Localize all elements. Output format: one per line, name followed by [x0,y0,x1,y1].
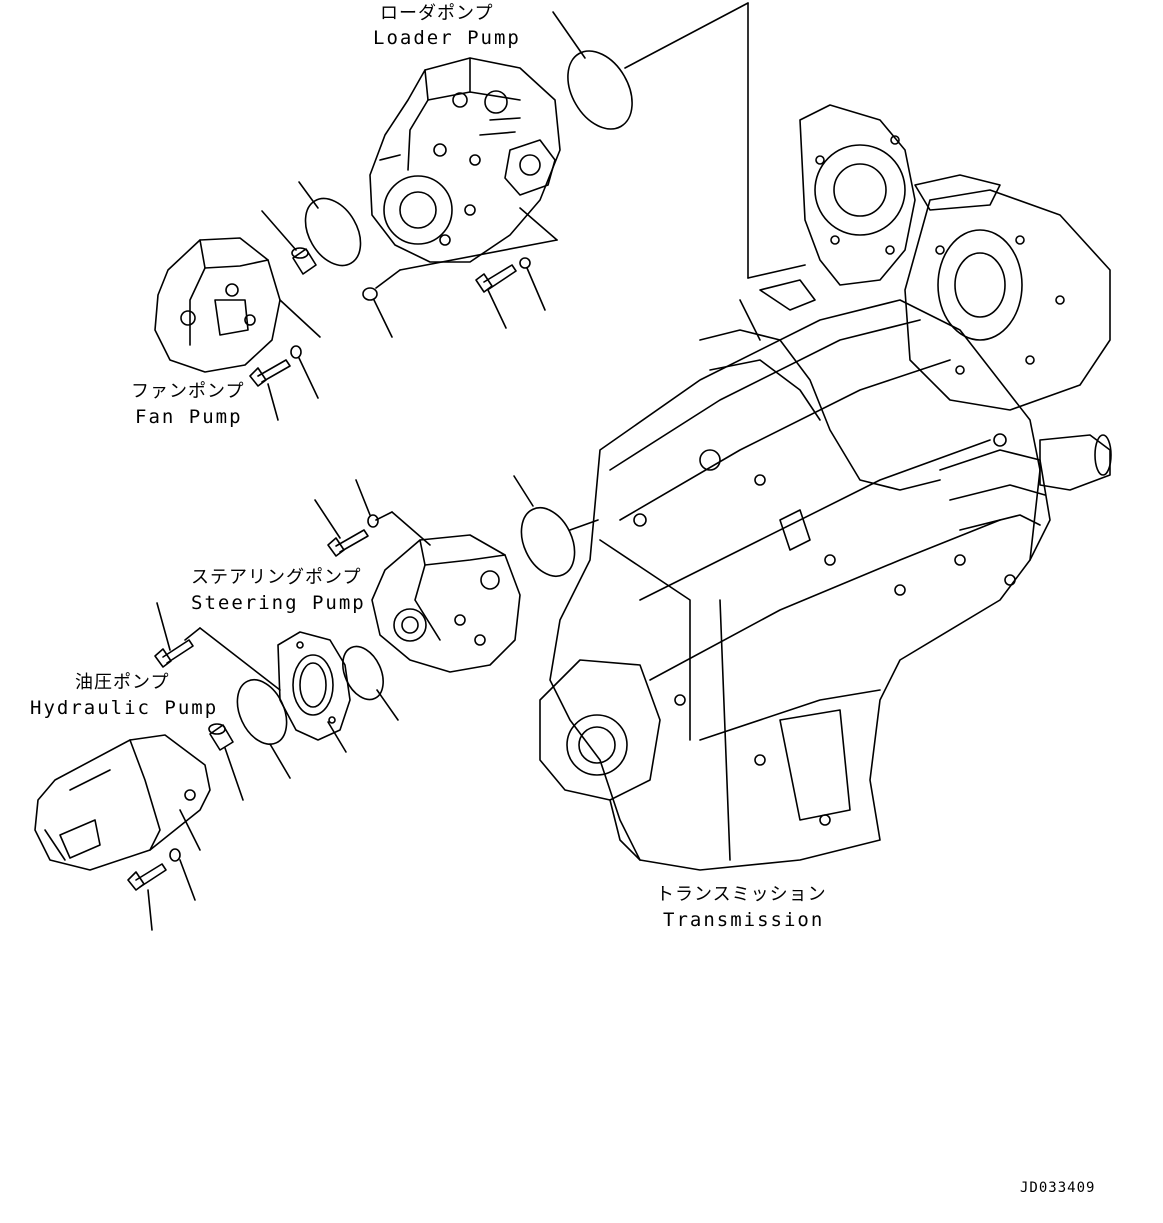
adapter-flange [277,631,351,741]
hydraulic-pump-label-en: Hydraulic Pump [30,697,219,719]
loader-pump [369,57,561,263]
fan-pump-label-jp: ファンポンプ [131,381,245,402]
hydraulic-pump [34,734,211,871]
loader-o-ring [567,50,633,130]
loader-pump-label-jp: ローダポンプ [380,3,494,24]
hydraulic-pump-label-jp: 油圧ポンプ [75,672,170,693]
steering-bolt [327,529,369,557]
hydraulic-bolt-upper [154,639,194,668]
transmission-label-jp: トランスミッション [656,884,827,905]
steering-o-ring [520,507,576,577]
hydraulic-bolt-lower [127,863,167,891]
drawing-code: JD033409 [1020,1180,1096,1196]
loader-bolt [475,264,517,293]
fan-bolt [249,359,291,387]
steering-pump-label-en: Steering Pump [191,592,366,614]
fan-pump-label-en: Fan Pump [135,406,243,428]
hydraulic-collar [208,723,234,751]
steering-pump-label-jp: ステアリングポンプ [191,567,362,588]
steering-pump [371,534,521,673]
loader-collar [291,247,317,275]
transmission [539,104,1112,871]
fan-pump [154,237,281,373]
loader-pump-label-en: Loader Pump [373,27,521,49]
transmission-label-en: Transmission [663,909,825,931]
